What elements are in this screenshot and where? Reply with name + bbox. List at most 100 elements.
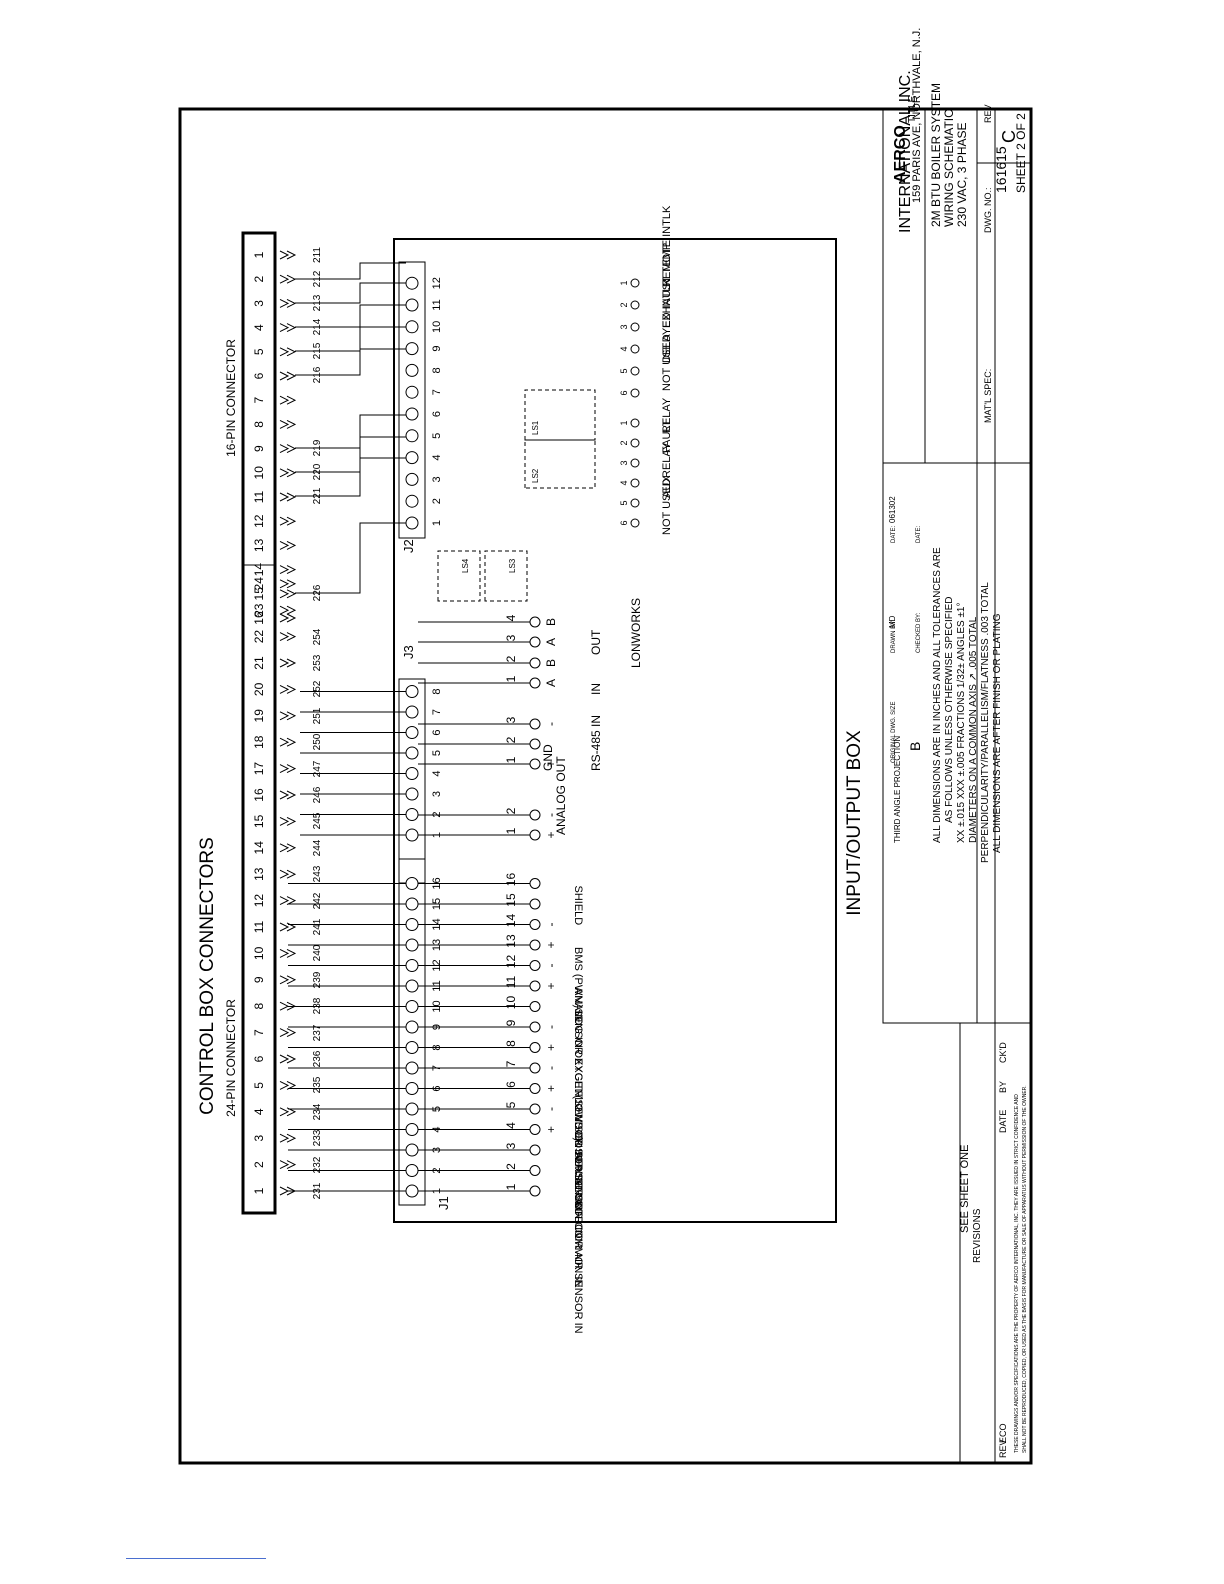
j3-terminal — [405, 726, 419, 739]
j2-terminal-block — [398, 261, 426, 539]
wire-chevron — [279, 395, 297, 405]
pin16-number: 8 — [252, 421, 266, 428]
wire — [295, 414, 406, 449]
wire-number: 251 — [312, 707, 323, 724]
pin16-number: 7 — [252, 397, 266, 404]
date-col: DATE — [998, 1110, 1008, 1133]
input-number: 4 — [504, 1122, 518, 1129]
pin24-number: 23 — [252, 603, 266, 617]
wire-chevron — [279, 347, 297, 357]
drawn-by-label: DRAWN BY: — [891, 619, 897, 653]
coil-ls4: LS4 — [461, 558, 470, 573]
j1-terminal — [405, 1020, 419, 1034]
j3-terminal — [405, 685, 419, 698]
j2-terminal — [405, 429, 419, 443]
input-terminal — [529, 1042, 541, 1053]
j2-terminal — [405, 516, 419, 530]
wire-chevron — [279, 468, 297, 478]
wire-chevrons — [279, 250, 297, 1196]
wire-number: 242 — [312, 892, 323, 909]
dwg-no-label: DWG. NO.: — [983, 188, 993, 234]
wire-chevron — [279, 613, 297, 623]
relay-terminal-number: 1 — [619, 280, 629, 285]
output-terminal — [529, 758, 541, 770]
lonworks-label: LONWORKS — [629, 598, 643, 668]
wire-number: 244 — [312, 839, 323, 856]
input-terminal — [529, 1124, 541, 1135]
j2-terminal-number: 4 — [431, 455, 443, 461]
relay-terminal — [630, 278, 640, 288]
company-name: INTERNATIONAL INC. — [897, 70, 914, 233]
relay-label-1: RELAY — [661, 397, 673, 433]
input-sign: - — [544, 923, 558, 927]
j1-terminal — [405, 1102, 419, 1116]
j1-terminal — [405, 1041, 419, 1054]
pin16-number: 11 — [252, 490, 266, 503]
output-number: 4 — [504, 614, 518, 621]
title-block-frame — [882, 108, 1032, 1024]
input-terminal — [529, 1062, 541, 1074]
output-sign: - — [544, 813, 558, 817]
input-label: OUTDOOR AIR SENSOR IN — [572, 1193, 584, 1334]
tolerance-line-1: ALL DIMENSIONS ARE IN INCHES AND ALL TOL… — [932, 547, 943, 843]
control-box-title: CONTROL BOX CONNECTORS — [197, 837, 218, 1115]
j2-terminal-number: 2 — [431, 498, 443, 504]
j1-terminal — [405, 1184, 419, 1198]
fault-label: FAULT — [661, 419, 673, 453]
wire-number: 235 — [312, 1076, 323, 1093]
wire-chevron — [279, 632, 297, 642]
input-number: 5 — [504, 1101, 518, 1108]
j2-terminal — [405, 407, 419, 421]
j3-terminal — [405, 767, 419, 780]
relay-terminal-number: 3 — [619, 324, 629, 329]
wire-chevron — [279, 589, 297, 599]
wire-chevron — [279, 492, 297, 502]
j2-terminal-number: 8 — [431, 367, 443, 373]
by-col: BY — [998, 1081, 1008, 1093]
relay-terminal-number: 2 — [619, 302, 629, 307]
lonworks-out-label: OUT — [589, 629, 603, 655]
j3-terminal-number: 5 — [431, 750, 443, 756]
input-number: 7 — [504, 1060, 518, 1067]
input-label: SHIELD — [572, 886, 584, 926]
j2-terminal-number: 9 — [431, 346, 443, 352]
title-label: TITLE — [907, 95, 918, 123]
input-terminal — [529, 960, 541, 971]
wire-chevron — [279, 737, 297, 747]
j3-terminal — [405, 705, 419, 719]
gnd-label: GND — [541, 744, 555, 771]
relay-terminal-number: 3 — [619, 460, 629, 465]
pin24-number: 4 — [252, 1108, 266, 1115]
relay-ls1-box — [524, 389, 596, 441]
input-number: 16 — [504, 873, 518, 887]
j1-terminal — [405, 897, 419, 911]
input-terminal — [529, 1185, 541, 1197]
relay-terminal — [630, 498, 640, 508]
wire-number: 253 — [312, 654, 323, 671]
rev-label: REV — [983, 104, 993, 123]
j1-terminal-block — [398, 858, 426, 1206]
pin24-number: 17 — [252, 762, 266, 776]
wire-number: 232 — [312, 1156, 323, 1173]
input-number: 12 — [504, 955, 518, 969]
j2-terminal-number: 10 — [431, 321, 443, 333]
dwg-no: 161615 — [993, 146, 1009, 193]
connector-strip — [241, 231, 277, 1215]
pin16-number: 1 — [252, 251, 266, 258]
relay-label-2: RELAY — [661, 442, 673, 478]
wire-chevron — [279, 1054, 297, 1064]
j1-terminal — [405, 1082, 419, 1095]
j1-terminal — [405, 1061, 419, 1075]
output-sign: A — [544, 638, 558, 646]
not-used-label-2: NOT USED — [661, 478, 673, 535]
output-number: 1 — [504, 756, 518, 763]
wire-chevron — [279, 975, 297, 985]
relay-ls4-box — [437, 550, 481, 602]
pin24-number: 6 — [252, 1055, 266, 1062]
input-number: 9 — [504, 1019, 518, 1026]
j2-terminal — [405, 494, 419, 508]
input-number: 10 — [504, 996, 518, 1010]
pin16-number: 14 — [252, 563, 266, 577]
